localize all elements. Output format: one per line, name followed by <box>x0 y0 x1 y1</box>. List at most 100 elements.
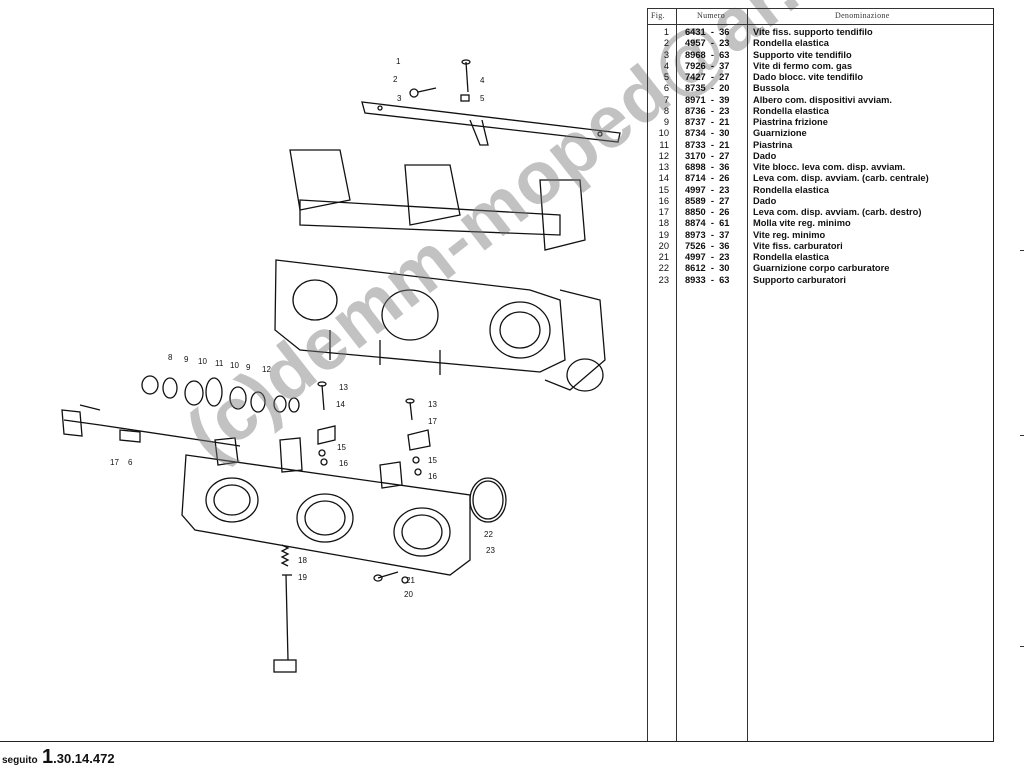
row-numero: 8736 - 23 <box>685 105 730 116</box>
spring-part <box>280 544 290 567</box>
row-numero: 3170 - 27 <box>685 150 730 161</box>
row-fig: 14 <box>658 173 669 184</box>
page-code-prefix: 1 <box>42 746 54 768</box>
callout-5: 5 <box>480 94 485 103</box>
row-fig: 5 <box>663 72 669 82</box>
gasket-part <box>469 477 507 523</box>
row-fig: 23 <box>658 274 669 285</box>
header-fig: Fig. <box>651 11 665 20</box>
row-fig: 18 <box>658 218 669 229</box>
row-numero: 4997 - 23 <box>685 184 730 195</box>
callout-15: 15 <box>337 443 346 452</box>
row-numero: 8874 - 61 <box>685 218 730 229</box>
callout-12: 12 <box>262 365 271 374</box>
table-row: 6 8735 - 20 Bussola <box>647 83 993 94</box>
callout-4: 4 <box>480 76 485 85</box>
callout-14: 14 <box>336 400 345 409</box>
row-denominazione: Supporto carburatori <box>753 274 846 285</box>
callout-16: 16 <box>339 459 348 468</box>
callout-1: 1 <box>396 57 401 66</box>
row-fig: 11 <box>659 139 669 150</box>
row-fig: 3 <box>663 49 669 60</box>
bracket-part <box>361 101 621 143</box>
row-denominazione: Piastrina frizione <box>753 117 828 127</box>
header-numero: Numero <box>697 11 726 20</box>
row-fig: 19 <box>658 229 669 240</box>
row-numero: 8737 - 21 <box>685 117 730 127</box>
header-denominazione: Denominazione <box>835 11 890 20</box>
row-numero: 8589 - 27 <box>685 195 730 206</box>
callout-2: 2 <box>393 75 398 84</box>
callout-11: 11 <box>215 359 224 368</box>
row-denominazione: Vite di fermo com. gas <box>753 60 853 71</box>
row-numero: 4997 - 23 <box>685 252 730 262</box>
row-numero: 4957 - 23 <box>685 38 730 49</box>
callout-17b: 17 <box>110 458 119 467</box>
row-numero: 8971 - 39 <box>685 94 730 105</box>
page-code: 1.30.14.472 <box>42 746 115 769</box>
callout-3: 3 <box>397 94 402 103</box>
table-row: 5 7427 - 27 Dado blocc. vite tendifilo <box>647 72 993 83</box>
page-code-rest: .30.14.472 <box>53 751 115 766</box>
row-denominazione: Piastrina <box>753 139 793 150</box>
row-fig: 4 <box>663 60 669 71</box>
row-fig: 13 <box>658 162 669 172</box>
row-denominazione: Molla vite reg. minimo <box>753 218 851 229</box>
callout-19: 19 <box>298 573 307 582</box>
row-denominazione: Rondella elastica <box>753 252 829 262</box>
callout-10: 10 <box>198 357 207 366</box>
row-denominazione: Dado blocc. vite tendifilo <box>753 72 864 82</box>
table-row: 9 8737 - 21 Piastrina frizione <box>647 117 993 128</box>
callout-6: 6 <box>128 458 133 467</box>
row-denominazione: Rondella elastica <box>753 38 829 49</box>
carburetor-body <box>274 259 566 373</box>
row-fig: 1 <box>663 27 669 37</box>
row-numero: 7926 - 37 <box>685 60 730 71</box>
row-numero: 8968 - 63 <box>685 49 730 60</box>
row-fig: 6 <box>663 83 669 94</box>
row-numero: 8735 - 20 <box>685 83 730 94</box>
row-fig: 9 <box>663 117 669 127</box>
row-denominazione: Vite blocc. leva com. disp. avviam. <box>753 162 906 172</box>
callout-22: 22 <box>484 530 493 539</box>
row-numero: 8973 - 37 <box>685 229 730 240</box>
callout-9: 9 <box>184 355 189 364</box>
row-denominazione: Dado <box>753 195 777 206</box>
row-fig: 22 <box>658 263 669 274</box>
row-numero: 8714 - 26 <box>685 173 730 184</box>
row-fig: 15 <box>658 184 669 195</box>
callout-18: 18 <box>298 556 307 565</box>
washer-part <box>141 375 159 395</box>
row-denominazione: Guarnizione <box>753 128 807 139</box>
row-numero: 7427 - 27 <box>685 72 730 82</box>
row-numero: 8733 - 21 <box>685 139 730 150</box>
callout-21: 21 <box>406 576 415 585</box>
row-fig: 12 <box>658 150 669 161</box>
table-row: 18 8874 - 61 Molla vite reg. minimo <box>647 218 993 229</box>
callout-9b: 9 <box>246 363 251 372</box>
callout-13: 13 <box>339 383 348 392</box>
seguito-label: seguito <box>2 755 38 766</box>
row-numero: 7526 - 36 <box>685 240 730 251</box>
row-denominazione: Supporto vite tendifilo <box>753 49 852 60</box>
callout-23: 23 <box>486 546 495 555</box>
row-fig: 20 <box>658 240 669 251</box>
row-denominazione: Bussola <box>753 83 790 94</box>
row-fig: 8 <box>663 105 669 116</box>
callout-13b: 13 <box>428 400 437 409</box>
callout-16b: 16 <box>428 472 437 481</box>
callout-20: 20 <box>404 590 413 599</box>
